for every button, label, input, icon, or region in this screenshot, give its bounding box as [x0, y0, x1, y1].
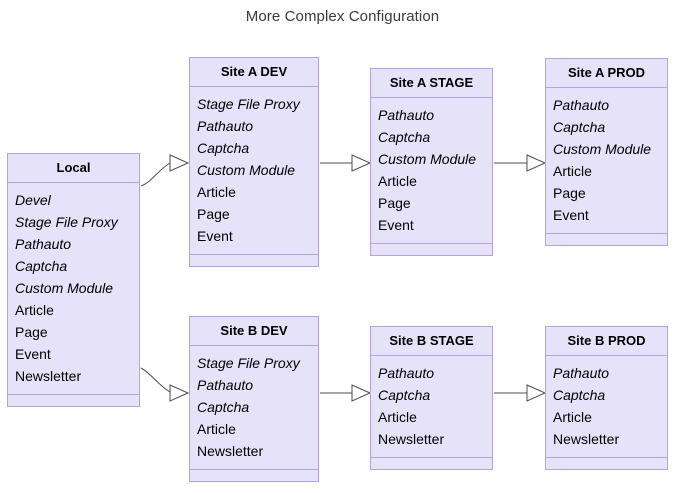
- uml-item: Article: [15, 302, 54, 318]
- uml-item: Custom Module: [197, 162, 296, 178]
- uml-item: Custom Module: [378, 151, 477, 167]
- uml-item: Captcha: [553, 119, 606, 135]
- uml-item: Page: [15, 324, 48, 340]
- arrowhead-icon-arrow-site-b-dev: [169, 384, 190, 402]
- uml-item: Custom Module: [15, 280, 114, 296]
- arrowhead-icon-arrow-site-b-prod: [526, 384, 547, 402]
- arrowhead-icon-arrow-site-a-dev: [169, 154, 190, 172]
- uml-item: Article: [197, 184, 236, 200]
- uml-item: Stage File Proxy: [15, 214, 118, 230]
- uml-item: Pathauto: [378, 365, 435, 381]
- uml-item: Page: [378, 195, 411, 211]
- uml-item: Newsletter: [378, 431, 445, 447]
- uml-box-footer-site-b-prod: [546, 458, 667, 469]
- uml-box-title-site-b-dev: Site B DEV: [190, 317, 318, 346]
- uml-item: Newsletter: [15, 368, 82, 384]
- uml-item: Newsletter: [553, 431, 620, 447]
- uml-item: Captcha: [197, 399, 250, 415]
- uml-item: Article: [553, 409, 592, 425]
- uml-item: Pathauto: [15, 236, 72, 252]
- uml-item: Pathauto: [378, 107, 435, 123]
- uml-item: Event: [378, 217, 414, 233]
- arrowhead-icon-arrow-site-b-stage: [351, 384, 372, 402]
- uml-box-title-site-a-stage: Site A STAGE: [371, 69, 492, 98]
- uml-item: Event: [553, 207, 589, 223]
- uml-item: Page: [553, 185, 586, 201]
- uml-item: Stage File Proxy: [197, 355, 300, 371]
- uml-item: Captcha: [378, 129, 431, 145]
- uml-box-footer-site-b-dev: [190, 470, 318, 481]
- page-title: More Complex Configuration: [245, 8, 440, 25]
- arrowhead-icon-arrow-site-a-prod: [526, 154, 547, 172]
- uml-item: Event: [197, 228, 233, 244]
- uml-item: Article: [378, 173, 417, 189]
- uml-box-footer-site-b-stage: [371, 458, 492, 469]
- uml-item: Pathauto: [197, 118, 254, 134]
- uml-item: Pathauto: [553, 97, 610, 113]
- connector-local-to-site-a-dev: [140, 162, 171, 187]
- uml-item: Captcha: [197, 140, 250, 156]
- uml-box-footer-site-a-prod: [546, 234, 667, 245]
- uml-item: Captcha: [15, 258, 68, 274]
- uml-item: Newsletter: [197, 443, 264, 459]
- uml-box-title-site-b-prod: Site B PROD: [546, 327, 667, 356]
- uml-item: Stage File Proxy: [197, 96, 300, 112]
- uml-item: Pathauto: [197, 377, 254, 393]
- connector-local-to-site-b-dev: [140, 367, 171, 393]
- uml-item: Article: [553, 163, 592, 179]
- uml-item: Devel: [15, 192, 51, 208]
- uml-box-title-site-a-prod: Site A PROD: [546, 59, 667, 88]
- arrowhead-icon-arrow-site-a-stage: [351, 154, 372, 172]
- uml-item: Article: [197, 421, 236, 437]
- uml-box-footer-site-a-dev: [190, 255, 318, 266]
- uml-item: Custom Module: [553, 141, 652, 157]
- uml-box-footer-local: [8, 395, 139, 406]
- uml-item: Captcha: [553, 387, 606, 403]
- uml-item: Page: [197, 206, 230, 222]
- uml-box-title-local: Local: [8, 154, 139, 183]
- uml-box-title-site-a-dev: Site A DEV: [190, 58, 318, 87]
- uml-box-title-site-b-stage: Site B STAGE: [371, 327, 492, 356]
- uml-item: Pathauto: [553, 365, 610, 381]
- uml-box-footer-site-a-stage: [371, 244, 492, 255]
- uml-item: Captcha: [378, 387, 431, 403]
- uml-item: Event: [15, 346, 51, 362]
- uml-item: Article: [378, 409, 417, 425]
